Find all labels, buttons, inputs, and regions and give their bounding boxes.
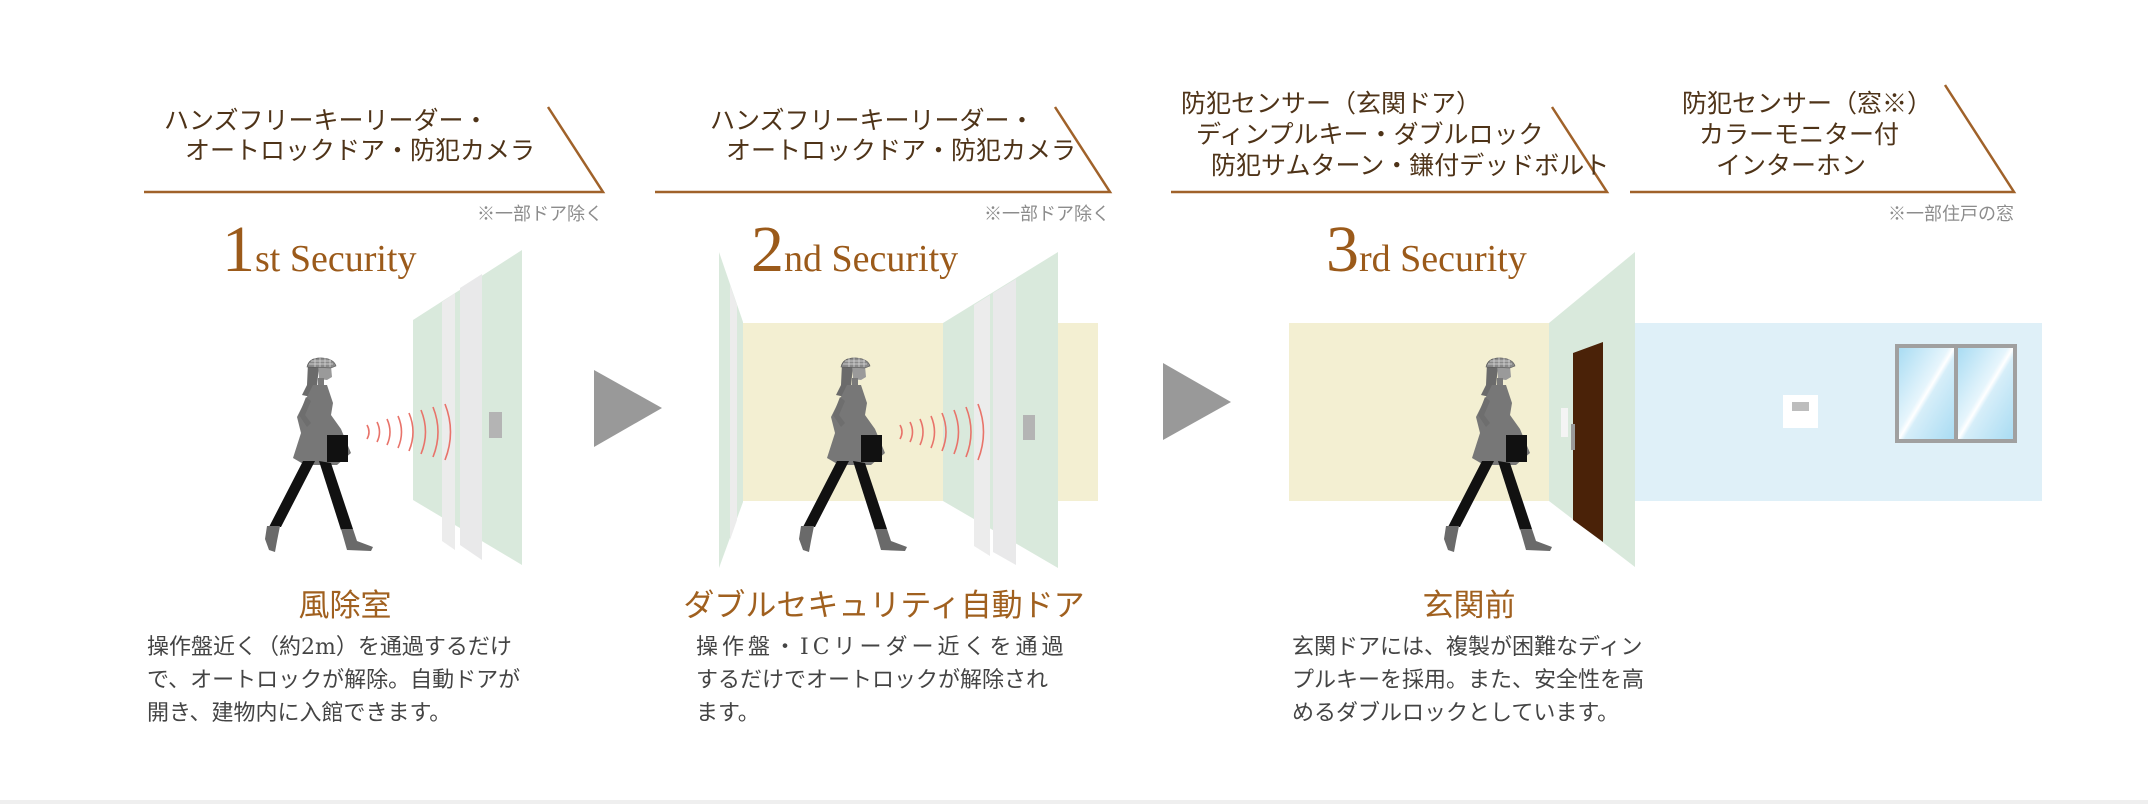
stage-1-heading: 1st Security bbox=[222, 212, 416, 288]
arrow-right-icon bbox=[1163, 363, 1231, 440]
walking-person-icon bbox=[264, 356, 374, 553]
stage-1-subtitle: 風除室 bbox=[298, 588, 392, 624]
description-line: 開き、建物内に入館できます。 bbox=[147, 701, 452, 726]
banner-4-line-3: インターホン bbox=[1716, 151, 1867, 180]
stage-3-heading: 3rd Security bbox=[1326, 212, 1527, 288]
arrow-right-icon bbox=[594, 370, 662, 447]
banner-4-line-1: 防犯センサー（窓※） bbox=[1682, 89, 1933, 118]
banner-1-shape bbox=[144, 106, 606, 194]
stage-3-number: 3 bbox=[1326, 213, 1359, 286]
description-line: 操作盤近く（約2m）を通過するだけ bbox=[147, 635, 512, 660]
stage-3-suffix: rd Security bbox=[1359, 238, 1527, 280]
stage-3-description: 玄関ドアには、複製が困難なディン プルキーを採用。また、安全性を高 めるダブルロ… bbox=[1292, 631, 1644, 730]
description-line: 玄関ドアには、複製が困難なディン bbox=[1292, 635, 1643, 660]
banner-2-line-2: オートロックドア・防犯カメラ bbox=[726, 136, 1077, 165]
description-line: するだけでオートロックが解除され bbox=[696, 668, 1049, 693]
description-line: プルキーを採用。また、安全性を高 bbox=[1292, 668, 1645, 693]
stage-2-suffix: nd Security bbox=[784, 238, 959, 280]
scene-3-front-door bbox=[1289, 252, 2042, 567]
stage-2-heading: 2nd Security bbox=[751, 212, 958, 288]
window-icon bbox=[1895, 344, 2017, 443]
banner-1-line-1: ハンズフリーキーリーダー・ bbox=[164, 106, 489, 135]
stage-3-subtitle: 玄関前 bbox=[1422, 588, 1516, 624]
banner-4-line-2: カラーモニター付 bbox=[1699, 120, 1900, 149]
description-line: ます。 bbox=[696, 701, 760, 726]
stage-2-description: 操作盤・ICリーダー近くを通過 するだけでオートロックが解除され ます。 bbox=[696, 631, 1068, 730]
bottom-divider bbox=[0, 800, 2148, 804]
sensor-panel-icon bbox=[489, 412, 502, 438]
intercom-icon bbox=[1783, 395, 1818, 428]
sensor-panel-icon bbox=[1023, 415, 1035, 440]
banner-2-note: ※一部ドア除く bbox=[984, 204, 1110, 225]
banner-3-line-1: 防犯センサー（玄関ドア） bbox=[1181, 89, 1482, 118]
banner-4-shape bbox=[1630, 84, 2017, 194]
stage-2-subtitle: ダブルセキュリティ自動ドア bbox=[683, 588, 1085, 624]
banner-3-line-2: ディンプルキー・ダブルロック bbox=[1196, 120, 1544, 149]
key-reader-icon bbox=[1561, 408, 1568, 437]
scene-2-auto-door bbox=[719, 252, 1098, 568]
banner-1-note: ※一部ドア除く bbox=[477, 204, 603, 225]
stage-2-number: 2 bbox=[751, 213, 784, 286]
banner-2-line-1: ハンズフリーキーリーダー・ bbox=[710, 106, 1035, 135]
description-line: で、オートロックが解除。自動ドアが bbox=[147, 668, 521, 693]
banner-4-note: ※一部住戸の窓 bbox=[1888, 204, 2014, 225]
stage-1-suffix: st Security bbox=[255, 238, 417, 280]
banner-3-shape bbox=[1171, 106, 1610, 194]
entrance-door bbox=[1573, 342, 1603, 542]
banner-2-shape bbox=[655, 106, 1113, 194]
description-line: めるダブルロックとしています。 bbox=[1292, 701, 1620, 726]
banner-3-line-3: 防犯サムターン・鎌付デッドボルト bbox=[1211, 151, 1610, 180]
stage-1-description: 操作盤近く（約2m）を通過するだけ で、オートロックが解除。自動ドアが 開き、建… bbox=[147, 631, 520, 730]
scene-1-windbreak-door bbox=[413, 250, 522, 565]
banner-1-line-2: オートロックドア・防犯カメラ bbox=[185, 136, 536, 165]
description-line: 操作盤・ICリーダー近くを通過 bbox=[696, 635, 1068, 660]
stage-1-number: 1 bbox=[222, 213, 255, 286]
door-handle-icon bbox=[1571, 424, 1575, 450]
